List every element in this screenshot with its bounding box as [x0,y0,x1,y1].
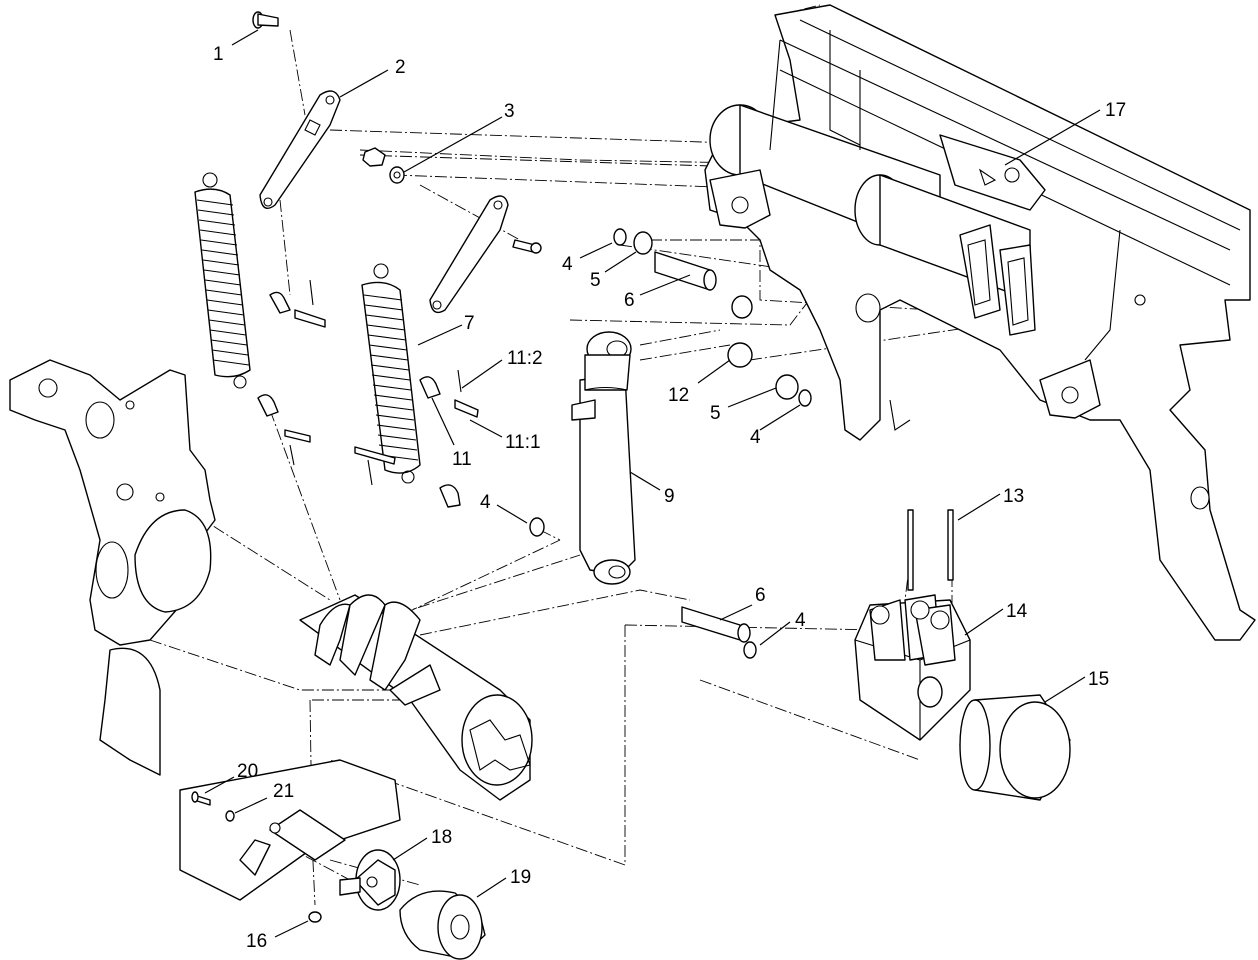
part-1-bolt [252,11,279,29]
part-3-nut [362,147,405,184]
callout-6: 6 [624,290,635,311]
callout-21: 21 [273,781,294,802]
spring-left [194,172,251,389]
callout-7: 7 [464,313,475,334]
part-18-filter-head [339,849,401,911]
pins-washers-snaprings [529,228,812,659]
callout-4: 4 [480,492,491,513]
part-21-washer [225,810,235,822]
callout-labels: 1 2 3 4 5 6 7 11:2 11:1 11 12 5 4 9 4 6 … [213,44,1126,952]
callout-11-1: 11:1 [505,432,541,453]
callout-3: 3 [504,101,515,122]
callout-13: 13 [1003,486,1024,507]
part-14-valve-manifold [854,594,971,741]
callout-18: 18 [431,827,452,848]
callout-11-2: 11:2 [507,348,543,369]
callout-11: 11 [452,449,472,470]
callout-4: 4 [750,427,761,448]
callout-14: 14 [1006,601,1028,622]
callout-2: 2 [395,57,406,78]
part-20-screw [191,791,211,806]
spring-right-part-7 [361,263,421,484]
left-side-plate [9,359,216,646]
callout-9: 9 [664,486,675,507]
lower-bracket [179,759,401,901]
main-frame-weldment [704,4,1256,641]
part-16-nut [308,911,322,923]
part-13-bolts [907,509,954,591]
callout-1: 1 [213,44,224,65]
callout-6: 6 [755,585,766,606]
callout-20: 20 [237,761,258,782]
callout-19: 19 [510,867,531,888]
callout-15: 15 [1088,669,1109,690]
part-19-filter-element [399,890,486,960]
callout-4: 4 [795,610,806,631]
callout-12: 12 [668,385,689,406]
leader-lines [204,29,1101,938]
callout-5: 5 [590,270,601,291]
callout-17: 17 [1105,100,1126,121]
part-2-link-plate [259,90,542,314]
callout-5: 5 [710,403,721,424]
callout-4: 4 [562,254,573,275]
part-9-hydraulic-cylinder [571,331,636,585]
lift-arm-tube [99,594,533,801]
callout-16: 16 [246,931,267,952]
part-15-hydraulic-filter [959,694,1071,801]
shackle-clevis-pins [257,279,479,508]
